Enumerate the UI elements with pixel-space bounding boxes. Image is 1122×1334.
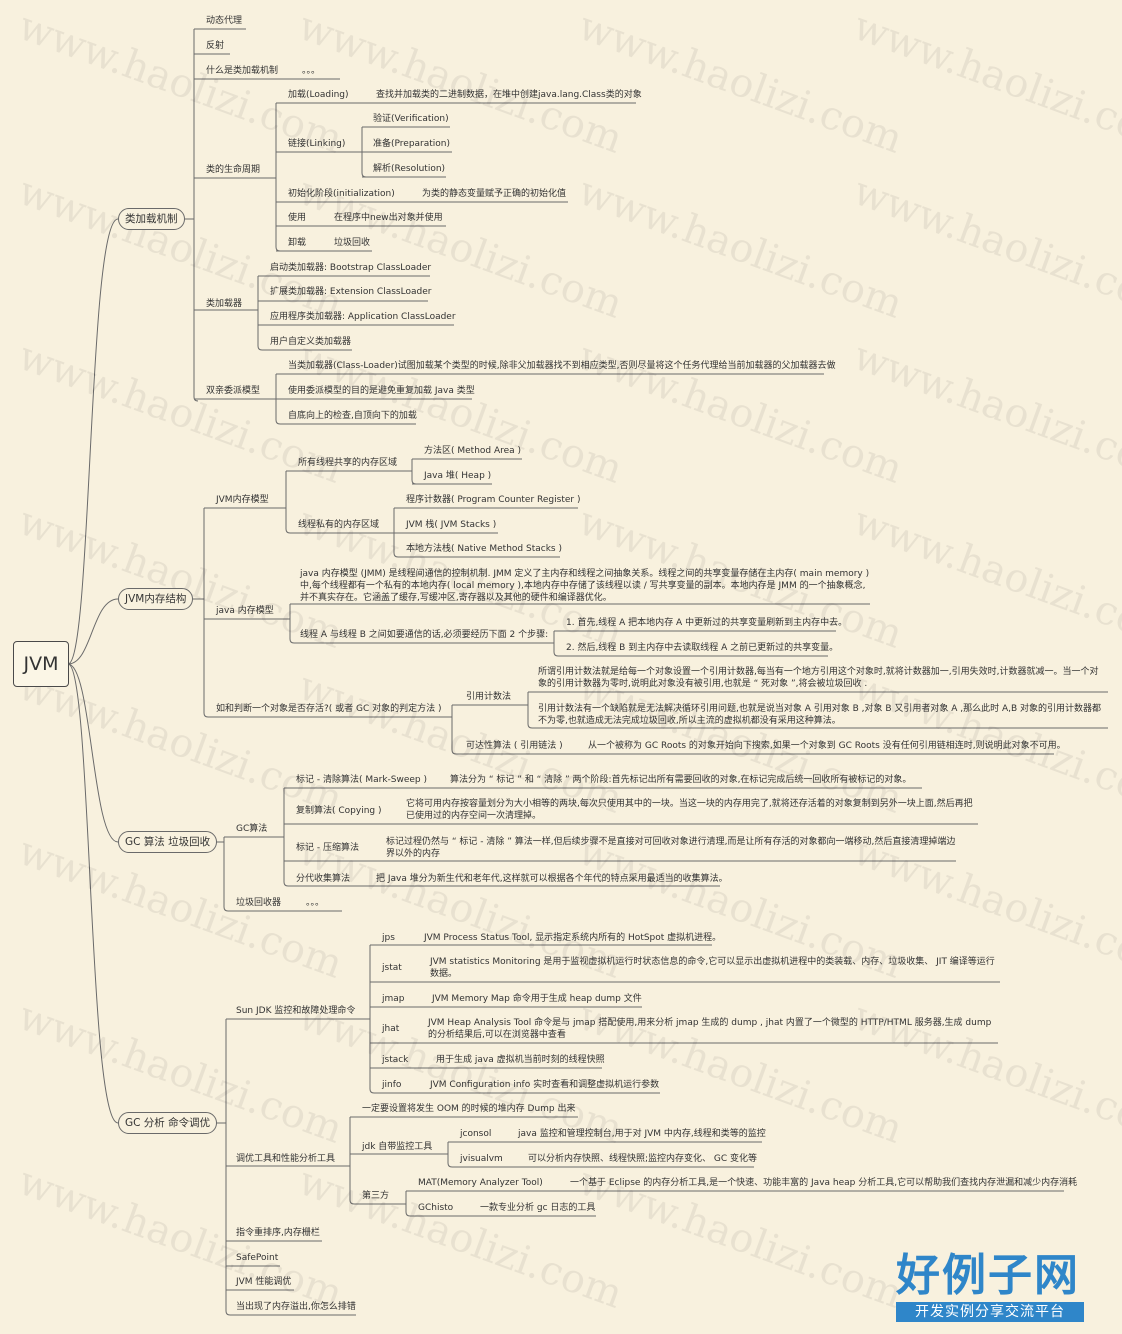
- node-ellipsis: 。。。: [306, 898, 325, 908]
- node-oom-dump: 一定要设置将发生 OOM 的时候的堆内存 Dump 出来: [362, 1104, 576, 1114]
- node-private-memory[interactable]: 线程私有的内存区域: [298, 520, 380, 530]
- node-jhat[interactable]: jhat: [382, 1024, 400, 1034]
- node-gchisto[interactable]: GChisto: [418, 1203, 454, 1213]
- node-jstat-desc: JVM statistics Monitoring 是用于监视虚拟机运行时状态信…: [430, 957, 995, 979]
- node-jmap-desc: JVM Memory Map 命令用于生成 heap dump 文件: [432, 994, 642, 1004]
- branch-gc-algorithms[interactable]: GC 算法 垃圾回收: [118, 831, 218, 853]
- node-unload-desc: 垃圾回收: [334, 238, 371, 248]
- node-dynamic-proxy[interactable]: 动态代理: [206, 16, 243, 26]
- node-unload[interactable]: 卸载: [288, 238, 307, 248]
- node-reachability-desc: 从一个被称为 GC Roots 的对象开始向下搜索,如果一个对象到 GC Roo…: [588, 741, 1066, 751]
- node-reflection[interactable]: 反射: [206, 41, 225, 51]
- node-copying-desc: 它将可用内存按容量划分为大小相等的两块,每次只使用其中的一块。当这一块的内存用完…: [406, 799, 973, 821]
- node-use[interactable]: 使用: [288, 213, 307, 223]
- node-what-is-class-loading[interactable]: 什么是类加载机制: [206, 66, 279, 76]
- node-memory-model[interactable]: JVM内存模型: [216, 495, 269, 505]
- node-application-loader[interactable]: 应用程序类加载器: Application ClassLoader: [270, 312, 456, 322]
- node-use-desc: 在程序中new出对象并使用: [334, 213, 443, 223]
- node-initialization-desc: 为类的静态变量赋予正确的初始化值: [422, 189, 567, 199]
- node-initialization[interactable]: 初始化阶段(initialization): [288, 189, 395, 199]
- node-jhat-desc: JVM Heap Analysis Tool 命令是与 jmap 搭配使用,用来…: [428, 1018, 992, 1040]
- branch-class-loading[interactable]: 类加载机制: [118, 208, 185, 230]
- node-object-alive-judge[interactable]: 如和判断一个对象是否存活?( 或者 GC 对象的判定方法 ): [216, 704, 442, 714]
- node-loading-desc: 查找并加载类的二进制数据，在堆中创建java.lang.Class类的对象: [376, 90, 642, 100]
- node-jvisualvm-desc: 可以分析内存快照、线程快照;监控内存变化、 GC 变化等: [528, 1154, 758, 1164]
- node-parent-delegation-3: 自底向上的检查,自顶向下的加载: [288, 411, 417, 421]
- node-sun-jdk-commands[interactable]: Sun JDK 监控和故障处理命令: [236, 1006, 356, 1016]
- root-node-jvm[interactable]: JVM: [13, 641, 69, 687]
- logo-title: 好例子网: [896, 1250, 1080, 1301]
- node-mark-compact[interactable]: 标记 - 压缩算法: [296, 843, 359, 853]
- node-reference-counting-1: 所谓引用计数法就是给每一个对象设置一个引用计数器,每当有一个地方引用这个对象时,…: [538, 667, 1099, 689]
- node-third-party[interactable]: 第三方: [362, 1191, 390, 1201]
- node-step-2: 2. 然后,线程 B 到主内存中去读取线程 A 之前已更新过的共享变量。: [566, 643, 839, 653]
- node-java-heap[interactable]: Java 堆( Heap ): [424, 471, 492, 481]
- logo-subtitle: 开发实例分享交流平台: [896, 1302, 1084, 1322]
- node-jmap[interactable]: jmap: [382, 994, 405, 1004]
- node-jvm-tuning[interactable]: JVM 性能调优: [236, 1277, 292, 1287]
- node-gchisto-desc: 一款专业分析 gc 日志的工具: [480, 1203, 596, 1213]
- node-reachability[interactable]: 可达性算法 ( 引用链法 ): [466, 741, 563, 751]
- node-native-stacks[interactable]: 本地方法栈( Native Method Stacks ): [406, 544, 562, 554]
- node-gc-algorithms[interactable]: GC算法: [236, 824, 268, 834]
- node-class-loaders[interactable]: 类加载器: [206, 299, 243, 309]
- node-jconsole-desc: java 监控和管理控制台,用于对 JVM 中内存,线程和类等的监控: [518, 1129, 766, 1139]
- node-jstack[interactable]: jstack: [382, 1055, 409, 1065]
- node-jstat[interactable]: jstat: [382, 963, 402, 973]
- node-reference-counting-2: 引用计数法有一个缺陷就是无法解决循环引用问题,也就是说当对象 A 引用对象 B …: [538, 704, 1102, 726]
- node-program-counter[interactable]: 程序计数器( Program Counter Register ): [406, 495, 581, 505]
- node-thread-communication[interactable]: 线程 A 与线程 B 之间如要通信的话,必须要经历下面 2 个步骤:: [300, 630, 549, 640]
- node-mark-sweep[interactable]: 标记 - 清除算法( Mark-Sweep ): [296, 775, 428, 785]
- node-parent-delegation-2: 使用委派模型的目的是避免重复加载 Java 类型: [288, 386, 475, 396]
- node-tuning-tools[interactable]: 调优工具和性能分析工具: [236, 1154, 336, 1164]
- node-jmm-desc: java 内存模型 (JMM) 是线程间通信的控制机制. JMM 定义了主内存和…: [300, 569, 870, 603]
- branch-gc-tuning[interactable]: GC 分析 命令调优: [118, 1112, 218, 1134]
- node-memory-overflow[interactable]: 当出现了内存溢出,你怎么排错: [236, 1302, 356, 1312]
- node-extension-loader[interactable]: 扩展类加载器: Extension ClassLoader: [270, 287, 432, 297]
- node-jinfo[interactable]: jinfo: [382, 1080, 402, 1090]
- node-custom-loader[interactable]: 用户自定义类加载器: [270, 337, 352, 347]
- node-resolution[interactable]: 解析(Resolution): [373, 164, 446, 174]
- node-loading[interactable]: 加载(Loading): [288, 90, 349, 100]
- node-preparation[interactable]: 准备(Preparation): [373, 139, 451, 149]
- node-jmm[interactable]: java 内存模型: [216, 606, 274, 616]
- node-mat-desc: 一个基于 Eclipse 的内存分析工具,是一个快速、功能丰富的 Java he…: [570, 1178, 1078, 1188]
- node-instruction-reorder[interactable]: 指令重排序,内存栅栏: [236, 1228, 320, 1238]
- node-linking[interactable]: 链接(Linking): [288, 139, 346, 149]
- node-jinfo-desc: JVM Configuration info 实时查看和调整虚拟机运行参数: [430, 1080, 660, 1090]
- node-parent-delegation[interactable]: 双亲委派模型: [206, 386, 261, 396]
- node-jps[interactable]: jps: [382, 933, 395, 943]
- node-mat[interactable]: MAT(Memory Analyzer Tool): [418, 1178, 543, 1188]
- node-gc-collectors[interactable]: 垃圾回收器: [236, 898, 282, 908]
- node-parent-delegation-1: 当类加载器(Class-Loader)试图加载某个类型的时候,除非父加载器找不到…: [288, 361, 836, 371]
- node-jdk-monitor-tools[interactable]: jdk 自带监控工具: [362, 1142, 433, 1152]
- node-generational-desc: 把 Java 堆分为新生代和老年代,这样就可以根据各个年代的特点采用最适当的收集…: [376, 874, 728, 884]
- node-jps-desc: JVM Process Status Tool, 显示指定系统内所有的 HotS…: [424, 933, 722, 943]
- node-jstack-desc: 用于生成 java 虚拟机当前时刻的线程快照: [436, 1055, 605, 1065]
- node-lifecycle[interactable]: 类的生命周期: [206, 165, 261, 175]
- node-mark-sweep-desc: 算法分为 “ 标记 ” 和 “ 清除 ” 两个阶段:首先标记出所有需要回收的对象…: [450, 775, 912, 785]
- node-copying[interactable]: 复制算法( Copying ): [296, 806, 382, 816]
- node-shared-memory[interactable]: 所有线程共享的内存区域: [298, 458, 398, 468]
- node-safepoint[interactable]: SafePoint: [236, 1253, 279, 1263]
- branch-memory-structure[interactable]: JVM内存结构: [118, 588, 194, 610]
- node-mark-compact-desc: 标记过程仍然与 “ 标记 - 清除 ” 算法一样,但后续步骤不是直接对可回收对象…: [386, 837, 956, 859]
- node-reference-counting[interactable]: 引用计数法: [466, 692, 512, 702]
- node-ellipsis: 。。。: [302, 66, 321, 76]
- node-method-area[interactable]: 方法区( Method Area ): [424, 446, 522, 456]
- node-generational[interactable]: 分代收集算法: [296, 874, 351, 884]
- node-verification[interactable]: 验证(Verification): [373, 114, 449, 124]
- node-jvm-stacks[interactable]: JVM 栈( JVM Stacks ): [406, 520, 497, 530]
- node-jconsole[interactable]: jconsol: [460, 1129, 492, 1139]
- node-bootstrap-loader[interactable]: 启动类加载器: Bootstrap ClassLoader: [270, 263, 432, 273]
- site-logo: 好例子网 开发实例分享交流平台: [896, 1250, 1084, 1322]
- node-jvisualvm[interactable]: jvisualvm: [460, 1154, 503, 1164]
- node-step-1: 1. 首先,线程 A 把本地内存 A 中更新过的共享变量刷新到主内存中去。: [566, 618, 848, 628]
